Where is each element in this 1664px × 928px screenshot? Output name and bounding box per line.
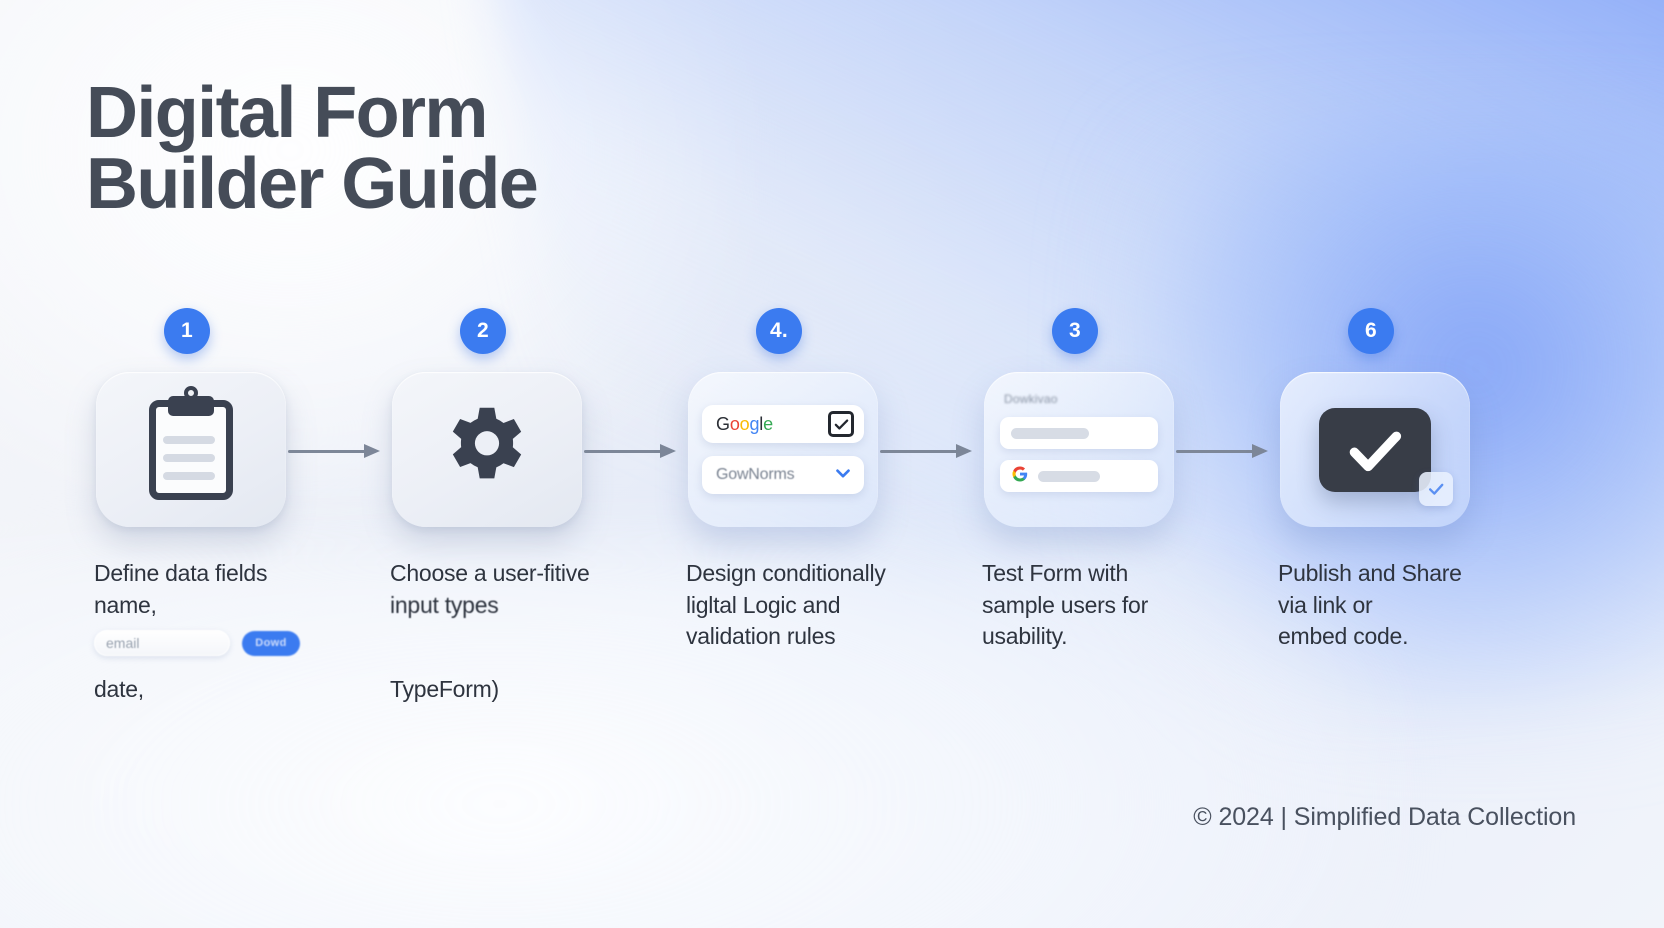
step-card-5[interactable] [1280, 372, 1470, 527]
step-caption-1: Define data fields name, [94, 558, 374, 621]
title-line-1: Digital Form [86, 73, 488, 153]
preview-heading: Dowkivao [1004, 392, 1058, 406]
google-g-icon [1011, 465, 1029, 488]
caption-line: embed code. [1278, 623, 1409, 650]
caption-line: Define data fields [94, 560, 268, 586]
caption-line: usability. [982, 623, 1068, 650]
step-caption-4: Test Form with sample users for usabilit… [982, 558, 1262, 653]
step-badge-1: 1 [164, 308, 210, 354]
step-card-4[interactable]: Dowkivao [984, 372, 1174, 527]
step-card-2[interactable] [392, 372, 582, 527]
connector-arrow-4 [1176, 444, 1268, 458]
step-badge-2: 2 [460, 308, 506, 354]
google-logo-text: Google [716, 413, 773, 434]
form-fields-mock: Google GowNorms [688, 372, 878, 527]
caption-line: input types [390, 591, 499, 618]
step-badge-4: 3 [1052, 308, 1098, 354]
email-input[interactable]: email [94, 630, 230, 656]
caption-line: Publish and Share [1278, 560, 1462, 586]
checkbox-checked-icon[interactable] [828, 411, 854, 437]
dropdown-label: GowNorms [716, 466, 795, 483]
form-row-dropdown[interactable]: GowNorms [702, 456, 864, 494]
background-light-bottom [0, 548, 1400, 928]
caption-line: sample users for [982, 591, 1149, 618]
title-line-2: Builder Guide [86, 144, 539, 225]
caption-line: Choose a user-fitive [390, 560, 590, 586]
step-badge-3: 4. [756, 308, 802, 354]
checkmark-icon [1319, 407, 1453, 506]
caption-tail-2: TypeForm) [390, 676, 499, 702]
preview-row-placeholder[interactable] [1000, 417, 1158, 449]
step-caption-5: Publish and Share via link or embed code… [1278, 558, 1558, 653]
step-caption-2: Choose a user-fitive input types [390, 558, 670, 621]
clipboard-icon [149, 385, 233, 500]
caption-line: Design conditionally [686, 560, 886, 586]
step-badge-5: 6 [1348, 308, 1394, 354]
caption-line: via link or [1278, 591, 1373, 618]
submit-button[interactable]: Dowd [242, 630, 300, 656]
connector-arrow-3 [880, 444, 972, 458]
step-card-3[interactable]: Google GowNorms [688, 372, 878, 527]
email-field-mock: email Dowd [94, 630, 300, 656]
step-caption-3: Design conditionally ligltal Logic and v… [686, 558, 966, 653]
caption-line: validation rules [686, 623, 836, 650]
connector-arrow-2 [584, 444, 676, 458]
page-title: Digital Form Builder Guide [86, 73, 539, 225]
placeholder-bar [1011, 427, 1089, 439]
mini-check-badge-icon [1419, 471, 1453, 506]
test-preview-mock: Dowkivao [984, 372, 1174, 527]
preview-row-google[interactable] [1000, 460, 1158, 492]
step-card-1[interactable] [96, 372, 286, 527]
caption-line: ligltal Logic and [686, 591, 841, 618]
connector-arrow-1 [288, 444, 380, 458]
footer-copyright: © 2024 | Simplified Data Collection [1193, 803, 1576, 831]
caption-line: name, [94, 591, 157, 618]
form-row-google[interactable]: Google [702, 405, 864, 443]
caption-line: Test Form with [982, 560, 1129, 586]
gear-icon [439, 402, 535, 498]
caption-tail-1: date, [94, 676, 144, 702]
placeholder-bar [1038, 470, 1100, 482]
chevron-down-icon[interactable] [832, 462, 854, 489]
steps-row: 1 Define data fields name, email Dowd [0, 300, 1664, 720]
